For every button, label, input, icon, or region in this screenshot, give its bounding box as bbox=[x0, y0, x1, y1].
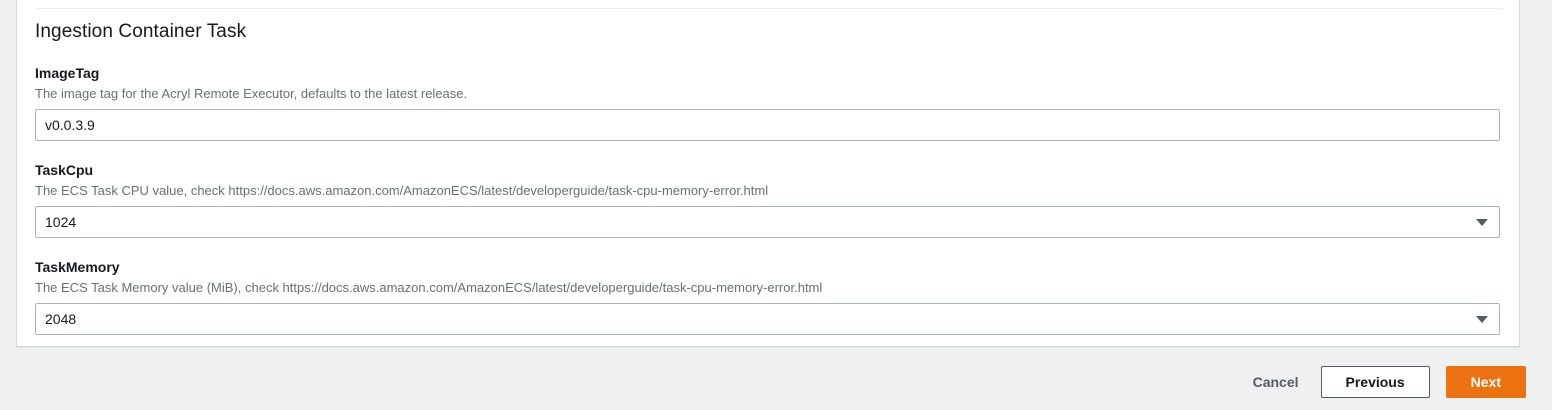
field-description-imagetag: The image tag for the Acryl Remote Execu… bbox=[35, 86, 468, 101]
imagetag-input[interactable] bbox=[35, 109, 1500, 141]
wizard-footer-actions: Cancel Previous Next bbox=[1247, 366, 1526, 398]
card-top-divider bbox=[35, 8, 1503, 9]
taskcpu-selected-value: 1024 bbox=[45, 214, 77, 230]
field-description-taskmemory: The ECS Task Memory value (MiB), check h… bbox=[35, 280, 823, 295]
field-description-taskcpu: The ECS Task CPU value, check https://do… bbox=[35, 183, 769, 198]
field-taskmemory: TaskMemory The ECS Task Memory value (Mi… bbox=[35, 258, 1503, 335]
form-card-body: Ingestion Container Task ImageTag The im… bbox=[35, 20, 1503, 335]
field-taskcpu: TaskCpu The ECS Task CPU value, check ht… bbox=[35, 161, 1503, 238]
taskmemory-selected-value: 2048 bbox=[45, 311, 77, 327]
taskcpu-select-wrapper: 1024 bbox=[35, 206, 1500, 238]
page-title: Ingestion Container Task bbox=[35, 21, 247, 42]
form-card: Ingestion Container Task ImageTag The im… bbox=[16, 0, 1520, 347]
cancel-button[interactable]: Cancel bbox=[1247, 366, 1305, 398]
field-label-imagetag: ImageTag bbox=[35, 65, 100, 81]
previous-button[interactable]: Previous bbox=[1320, 366, 1430, 398]
field-imagetag: ImageTag The image tag for the Acryl Rem… bbox=[35, 64, 1503, 141]
taskcpu-select[interactable]: 1024 bbox=[35, 206, 1500, 238]
taskmemory-select-wrapper: 2048 bbox=[35, 303, 1500, 335]
next-button[interactable]: Next bbox=[1445, 366, 1526, 398]
field-label-taskmemory: TaskMemory bbox=[35, 259, 120, 275]
field-label-taskcpu: TaskCpu bbox=[35, 162, 94, 178]
taskmemory-select[interactable]: 2048 bbox=[35, 303, 1500, 335]
